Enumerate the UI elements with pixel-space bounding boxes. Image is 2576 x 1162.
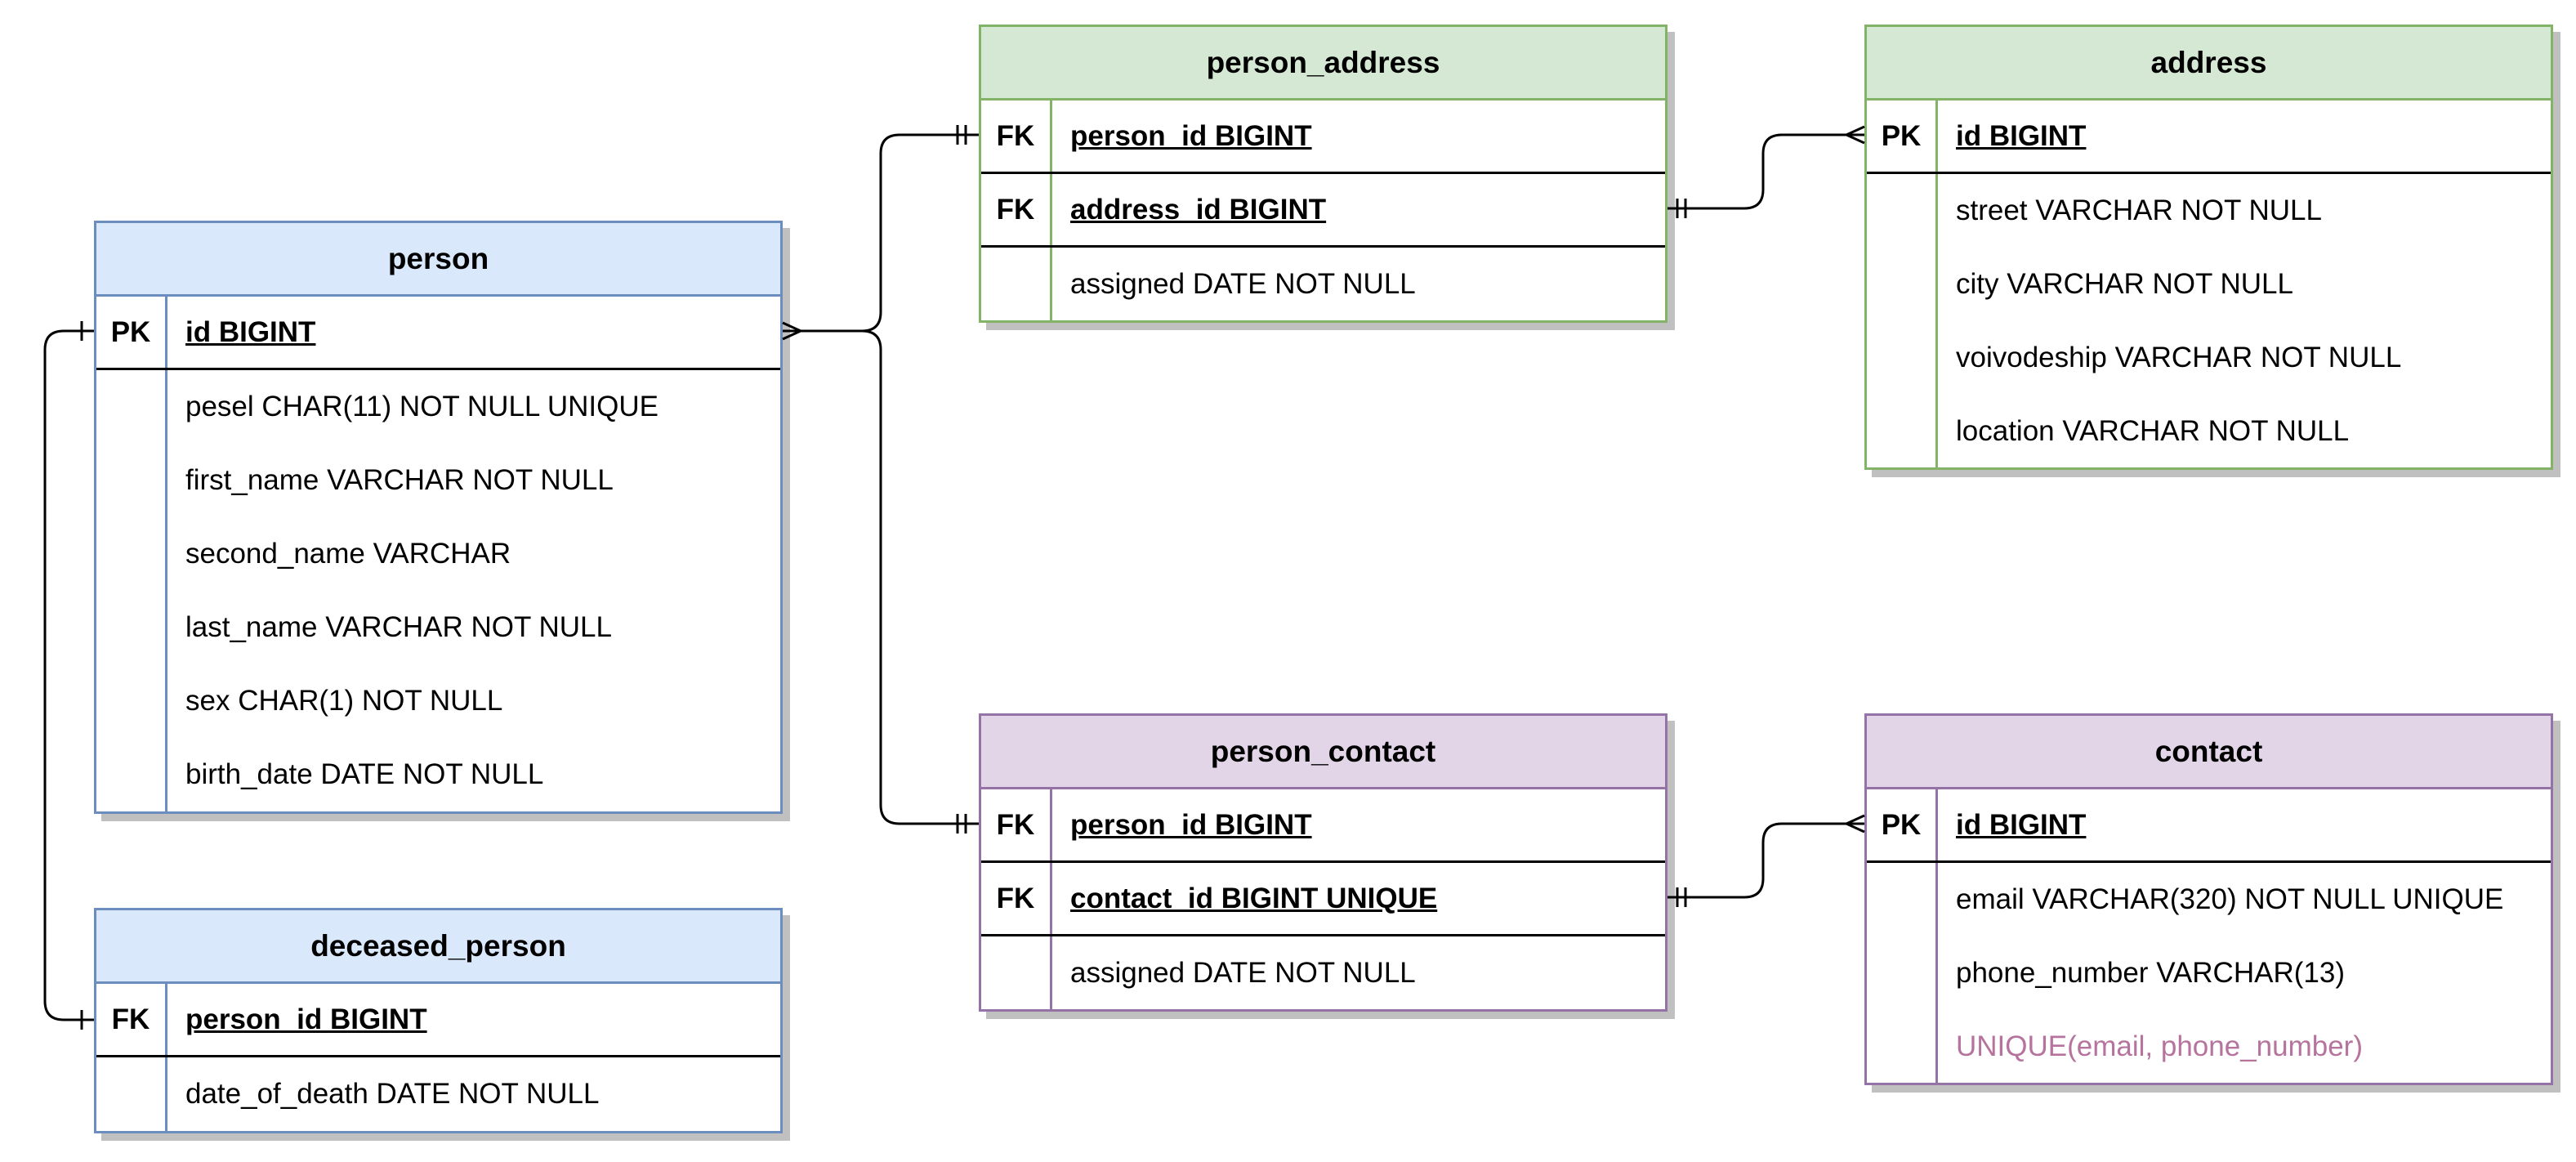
crowsfoot-many-icon xyxy=(1843,814,1865,834)
field-name: phone_number VARCHAR(13) xyxy=(1956,957,2345,989)
key-badge xyxy=(96,517,167,591)
table-row: sex CHAR(1) NOT NULL xyxy=(96,664,780,738)
key-badge: PK xyxy=(1867,789,1938,860)
key-badge xyxy=(96,591,167,664)
relation-person-deceased-person xyxy=(43,329,94,1021)
key-badge xyxy=(96,370,167,444)
table-row: assigned DATE NOT NULL xyxy=(981,248,1665,321)
key-badge xyxy=(981,936,1052,1010)
mandatory-one-icon xyxy=(956,125,967,145)
table-person-address[interactable]: person_address FK person_id BIGINT FK addr… xyxy=(979,25,1667,323)
relation-person-contact-contact xyxy=(1667,822,1864,899)
mandatory-one-icon xyxy=(1676,199,1687,218)
key-badge xyxy=(1867,248,1938,321)
key-badge xyxy=(1867,321,1938,395)
table-person[interactable]: person PK id BIGINT pesel CHAR(11) NOT NU… xyxy=(94,221,783,814)
mandatory-one-icon xyxy=(956,814,967,834)
key-badge: PK xyxy=(96,297,167,368)
table-row: last_name VARCHAR NOT NULL xyxy=(96,591,780,664)
table-row: PK id BIGINT xyxy=(1867,101,2551,174)
field-name: id BIGINT xyxy=(1956,119,2087,152)
key-badge xyxy=(1867,863,1938,936)
mandatory-one-icon xyxy=(1676,887,1687,907)
table-row: date_of_death DATE NOT NULL xyxy=(96,1057,780,1131)
table-row: phone_number VARCHAR(13) xyxy=(1867,936,2551,1010)
field-name: person_id BIGINT xyxy=(185,1003,427,1035)
field-name: location VARCHAR NOT NULL xyxy=(1956,415,2350,447)
table-row: PK id BIGINT xyxy=(96,297,780,370)
table-contact[interactable]: contact PK id BIGINT email VARCHAR(320) N… xyxy=(1864,713,2553,1085)
field-name: last_name VARCHAR NOT NULL xyxy=(185,611,612,643)
constraint-note: UNIQUE(email, phone_number) xyxy=(1956,1030,2363,1062)
key-badge: FK xyxy=(981,789,1052,860)
table-title: address xyxy=(1867,27,2551,101)
field-name: assigned DATE NOT NULL xyxy=(1070,268,1416,300)
field-name: id BIGINT xyxy=(185,315,316,348)
table-title: person_address xyxy=(981,27,1665,101)
key-badge xyxy=(1867,1010,1938,1084)
table-row: second_name VARCHAR xyxy=(96,517,780,591)
key-badge: FK xyxy=(981,863,1052,934)
table-row: pesel CHAR(11) NOT NULL UNIQUE xyxy=(96,370,780,444)
table-deceased-person[interactable]: deceased_person FK person_id BIGINT date_… xyxy=(94,908,783,1133)
table-row: FK person_id BIGINT xyxy=(981,789,1665,863)
field-name: person_id BIGINT xyxy=(1070,119,1312,152)
field-name: voivodeship VARCHAR NOT NULL xyxy=(1956,342,2402,373)
key-badge xyxy=(1867,936,1938,1010)
table-row: street VARCHAR NOT NULL xyxy=(1867,174,2551,248)
key-badge: FK xyxy=(981,174,1052,245)
table-row: FK person_id BIGINT xyxy=(981,101,1665,174)
key-badge xyxy=(1867,395,1938,468)
field-name: id BIGINT xyxy=(1956,808,2087,841)
table-row: FK address_id BIGINT xyxy=(981,174,1665,248)
table-row: city VARCHAR NOT NULL xyxy=(1867,248,2551,321)
field-name: first_name VARCHAR NOT NULL xyxy=(185,464,614,496)
crowsfoot-many-icon xyxy=(1843,125,1865,145)
key-badge: FK xyxy=(981,101,1052,172)
crowsfoot-many-icon xyxy=(782,321,804,341)
field-name: second_name VARCHAR xyxy=(185,538,511,570)
field-name: street VARCHAR NOT NULL xyxy=(1956,194,2322,226)
relation-person-address-address xyxy=(1667,133,1864,210)
table-row: birth_date DATE NOT NULL xyxy=(96,738,780,811)
table-row: UNIQUE(email, phone_number) xyxy=(1867,1010,2551,1084)
table-row: first_name VARCHAR NOT NULL xyxy=(96,444,780,517)
table-title: contact xyxy=(1867,716,2551,789)
key-badge: PK xyxy=(1867,101,1938,172)
field-name: city VARCHAR NOT NULL xyxy=(1956,268,2293,300)
table-row: assigned DATE NOT NULL xyxy=(981,936,1665,1010)
relation-person-person-address xyxy=(783,133,979,333)
key-badge xyxy=(96,444,167,517)
table-row: voivodeship VARCHAR NOT NULL xyxy=(1867,321,2551,395)
table-person-contact[interactable]: person_contact FK person_id BIGINT FK cont… xyxy=(979,713,1667,1012)
field-name: birth_date DATE NOT NULL xyxy=(185,758,544,790)
field-name: pesel CHAR(11) NOT NULL UNIQUE xyxy=(185,391,659,422)
table-title: person xyxy=(96,223,780,297)
field-name: address_id BIGINT xyxy=(1070,193,1327,226)
table-row: location VARCHAR NOT NULL xyxy=(1867,395,2551,468)
key-badge xyxy=(96,1057,167,1131)
key-badge xyxy=(96,738,167,811)
field-name: person_id BIGINT xyxy=(1070,808,1312,841)
table-address[interactable]: address PK id BIGINT street VARCHAR NOT N… xyxy=(1864,25,2553,470)
field-name: email VARCHAR(320) NOT NULL UNIQUE xyxy=(1956,883,2504,915)
key-badge xyxy=(981,248,1052,321)
field-name: date_of_death DATE NOT NULL xyxy=(185,1078,600,1110)
table-title: person_contact xyxy=(981,716,1665,789)
table-row: FK person_id BIGINT xyxy=(96,984,780,1057)
table-row: PK id BIGINT xyxy=(1867,789,2551,863)
relation-person-person-contact xyxy=(861,329,979,825)
key-badge xyxy=(96,664,167,738)
table-row: email VARCHAR(320) NOT NULL UNIQUE xyxy=(1867,863,2551,936)
table-row: FK contact_id BIGINT UNIQUE xyxy=(981,863,1665,936)
table-title: deceased_person xyxy=(96,910,780,984)
key-badge xyxy=(1867,174,1938,248)
field-name: contact_id BIGINT UNIQUE xyxy=(1070,882,1438,914)
field-name: assigned DATE NOT NULL xyxy=(1070,957,1416,989)
field-name: sex CHAR(1) NOT NULL xyxy=(185,685,503,717)
key-badge: FK xyxy=(96,984,167,1055)
